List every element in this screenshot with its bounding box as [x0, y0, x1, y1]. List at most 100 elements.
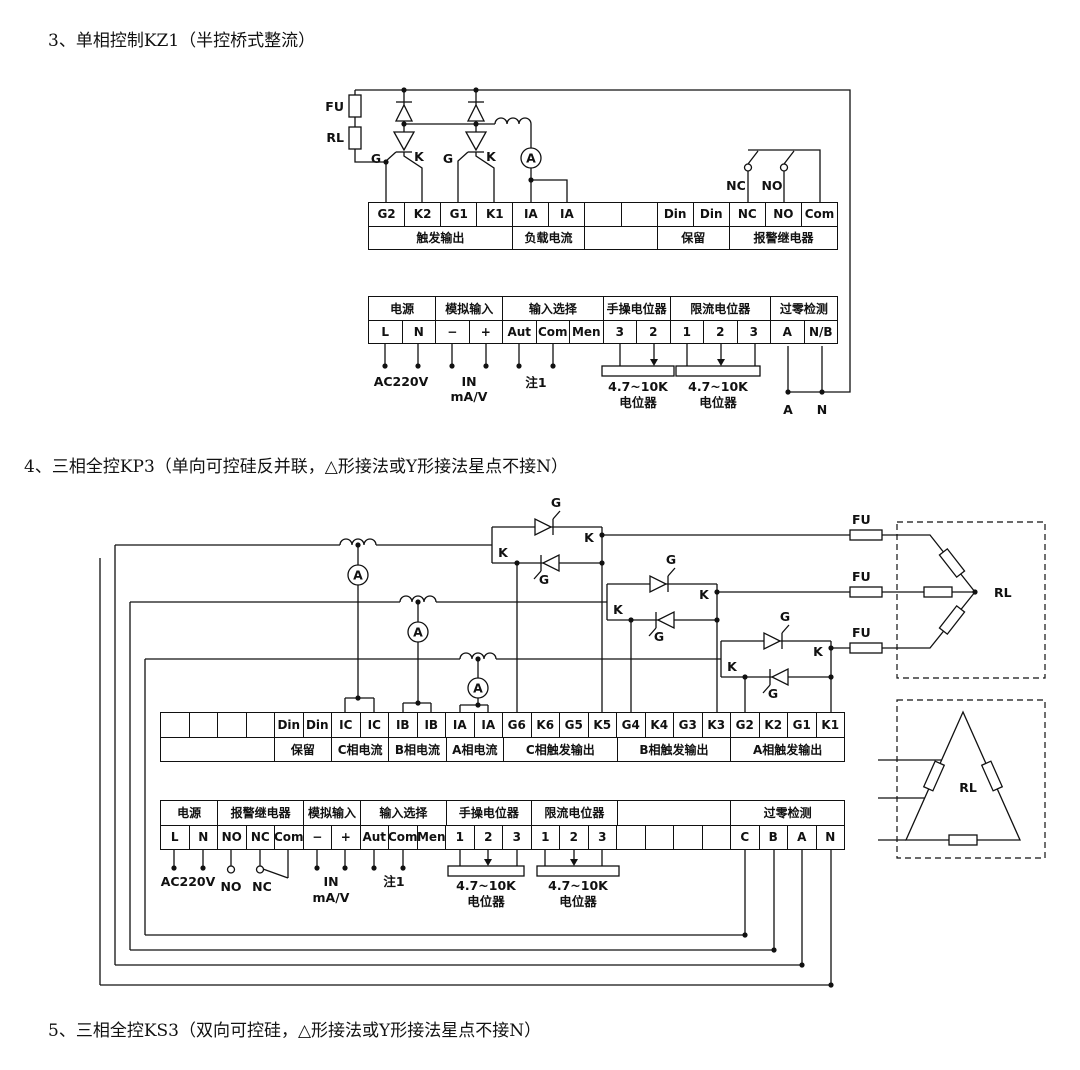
terminal-cell: K3	[703, 713, 731, 737]
terminal-group: 报警继电器	[753, 231, 814, 246]
terminal-cell	[646, 825, 674, 849]
terminal-group: 输入选择	[361, 801, 447, 825]
ammeter-icon	[467, 677, 489, 699]
terminal-group: A相触发输出	[753, 742, 823, 757]
terminal-cell: N/B	[808, 324, 833, 339]
terminal-cell: IA	[475, 713, 503, 737]
relay-contact-icon	[226, 865, 236, 874]
note1-label: 注1	[383, 874, 404, 889]
nc-label: NC	[252, 879, 272, 894]
terminal-cell	[617, 825, 646, 849]
output-a-label: A	[783, 402, 793, 417]
gate-label: G	[654, 629, 664, 644]
terminal-group: 保留	[658, 226, 730, 249]
terminal-cell: NC	[730, 203, 766, 226]
wye-load-box	[896, 521, 1046, 679]
terminal-cell: A	[771, 320, 805, 343]
potentiometer-icon	[447, 859, 525, 877]
thyristor-icon	[649, 574, 669, 594]
ac-supply-label: AC220V	[374, 374, 429, 389]
terminal-group: 过零检测	[763, 806, 812, 821]
terminal-group: A相电流	[447, 737, 504, 761]
terminal-cell: IA	[446, 713, 475, 737]
fuse-icon	[849, 529, 883, 541]
terminal-cell: +	[470, 320, 503, 343]
load-resistor-icon	[948, 834, 978, 846]
gate-label: G	[539, 572, 549, 587]
kp3-terminal-block-top: Din Din IC IC IB IB IA IA G6 K6 G5 K5 G4…	[160, 712, 845, 762]
ammeter-icon	[520, 147, 542, 169]
terminal-cell: NC	[247, 825, 275, 849]
terminal-group: 模拟输入	[436, 297, 504, 320]
analog-unit-label: mA/V	[313, 890, 350, 905]
relay-contact-icon	[779, 163, 789, 172]
relay-contact-icon	[255, 865, 265, 874]
potentiometer-icon	[601, 359, 675, 377]
kp3-b1-group-row: 保留 C相电流 B相电流 A相电流 C相触发输出 B相触发输出 A相触发输出	[161, 736, 844, 761]
terminal-cell	[161, 713, 190, 737]
terminal-cell: A	[788, 825, 817, 849]
resistor-icon	[348, 126, 362, 150]
terminal-cell: 3	[503, 825, 532, 849]
thyristor-icon	[655, 610, 675, 630]
load-label: RL	[959, 780, 977, 795]
terminal-cell: 3	[604, 320, 637, 343]
fuse-icon	[348, 94, 362, 118]
terminal-group: 限流电位器	[671, 297, 771, 320]
diode-icon	[394, 101, 414, 122]
cathode-label: K	[813, 644, 824, 659]
potentiometer-icon	[536, 859, 620, 877]
terminal-group: B相触发输出	[618, 737, 732, 761]
kp3-wires	[99, 510, 1022, 986]
terminal-group: 过零检测	[779, 301, 828, 316]
terminal-cell: K1	[821, 717, 840, 732]
load-resistor-icon	[938, 547, 966, 579]
ct-coil-icon	[494, 117, 532, 125]
terminal-cell: Com	[804, 207, 835, 222]
terminal-cell: G4	[617, 713, 646, 737]
ct-coil-icon	[399, 595, 437, 603]
terminal-cell: 2	[560, 825, 589, 849]
pot-value-label: 4.7~10K	[548, 878, 609, 893]
ammeter-label: A	[413, 625, 423, 640]
terminal-cell: G6	[503, 713, 532, 737]
analog-unit-label: mA/V	[451, 389, 488, 404]
terminal-cell: +	[332, 825, 361, 849]
gate-label: G	[780, 609, 790, 624]
terminal-cell: 1	[671, 320, 704, 343]
no-label: NO	[220, 879, 241, 894]
terminal-group	[161, 737, 275, 761]
thyristor-icon	[763, 631, 783, 651]
terminal-cell: N	[825, 830, 836, 845]
cathode-label: K	[613, 602, 624, 617]
terminal-group	[585, 226, 658, 249]
terminal-cell: K2	[405, 203, 442, 226]
terminal-cell: N	[403, 320, 436, 343]
terminal-cell: −	[304, 825, 332, 849]
terminal-cell: B	[760, 825, 788, 849]
load-resistor-icon	[938, 604, 966, 636]
terminal-cell: C	[731, 825, 760, 849]
terminal-group: 电源	[161, 801, 219, 825]
ct-coil-icon	[459, 652, 497, 660]
note1-label: 注1	[525, 375, 546, 390]
kz1-b2-cell-row: L N − + Aut Com Men 3 2 1 2 3 A N/B	[369, 319, 837, 343]
terminal-cell: NO	[218, 825, 247, 849]
terminal-cell	[622, 203, 658, 226]
no-label: NO	[761, 178, 782, 193]
ammeter-label: A	[353, 568, 363, 583]
load-label: RL	[994, 585, 1012, 600]
cathode-label: K	[414, 149, 425, 164]
gate-label: G	[768, 686, 778, 701]
terminal-group: C相电流	[332, 737, 390, 761]
ammeter-icon	[347, 564, 369, 586]
analog-in-label: IN	[461, 374, 476, 389]
cathode-label: K	[584, 530, 595, 545]
kp3-b2-group-row: 电源 报警继电器 模拟输入 输入选择 手操电位器 限流电位器 过零检测	[161, 801, 844, 825]
terminal-cell: Com	[389, 825, 418, 849]
terminal-cell: G2	[731, 713, 760, 737]
load-label: RL	[326, 130, 344, 145]
potentiometer-icon	[675, 359, 761, 377]
terminal-cell: Aut	[361, 825, 389, 849]
